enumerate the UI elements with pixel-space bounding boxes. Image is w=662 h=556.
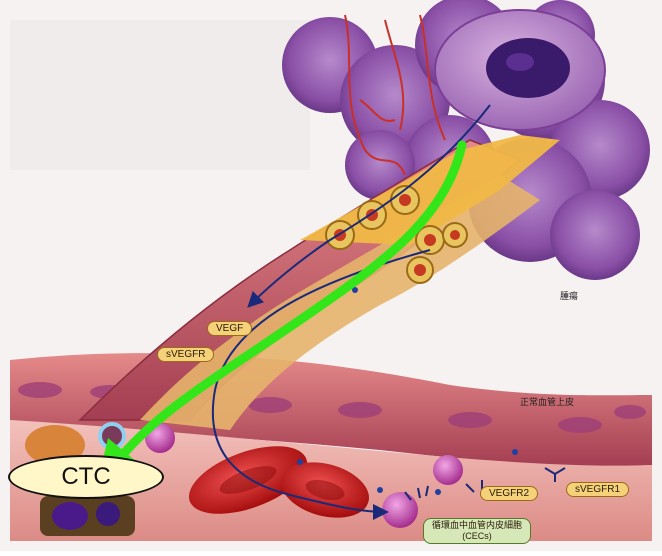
- label-cecs: 循環血中血管内皮細胞 (CECs): [423, 518, 531, 544]
- label-svegfr: sVEGFR: [157, 347, 214, 362]
- label-svegfr1: sVEGFR1: [566, 482, 629, 497]
- label-normal-endothelium: 正常血管上皮: [520, 395, 574, 408]
- tumor-cell: [435, 10, 605, 130]
- label-tumor: 腫瘍: [560, 289, 578, 302]
- ctc-cluster: [40, 496, 135, 536]
- ctc-label: CTC: [61, 463, 110, 491]
- label-cecs-line1: 循環血中血管内皮細胞: [432, 520, 522, 531]
- faded-text-area: [10, 20, 310, 170]
- label-vegf: VEGF: [207, 321, 252, 336]
- ctc-callout: CTC: [8, 455, 164, 499]
- label-vegfr2: VEGFR2: [480, 486, 538, 501]
- label-cecs-line2: (CECs): [432, 531, 522, 542]
